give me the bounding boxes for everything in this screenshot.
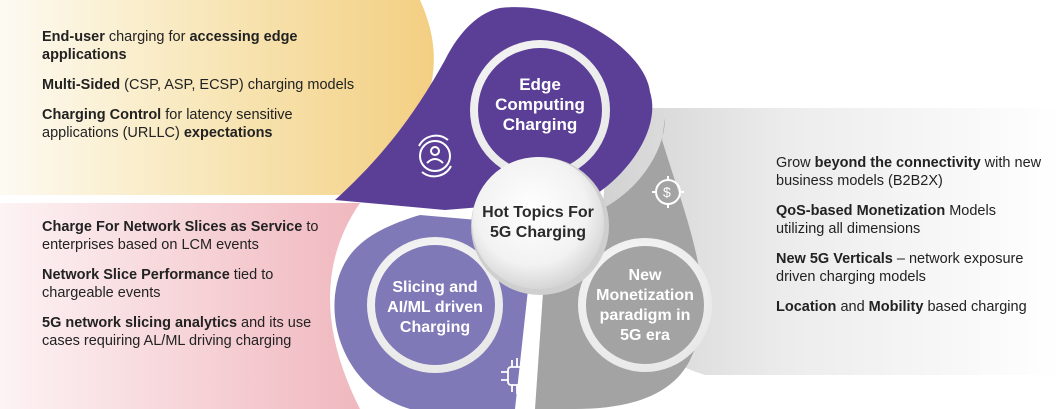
slicing-label-line1: Slicing and [392,279,478,296]
slicing-point-2: Network Slice Performance tied to charge… [42,266,322,302]
svg-text:$: $ [663,184,671,200]
edge-point-1: End-user charging for accessing edge app… [42,28,372,64]
center-title-line1: Hot Topics For [482,204,594,221]
text: to enterprises based on LCM events [42,219,319,253]
text-bold: beyond the connectivity [814,155,981,171]
text-bold: accessing edge applications [42,29,298,63]
edge-point-2: Multi-Sided (CSP, ASP, ECSP) charging mo… [42,76,372,94]
text-bold: Multi-Sided [42,77,121,93]
top-left-panel [0,0,434,195]
text: charging for [104,29,190,45]
text: for latency sensitive applications (URLL… [42,107,293,141]
monetization-label-line4: 5G era [620,327,670,344]
edge-label-line2: Computing [495,95,585,114]
monetization-details: Grow beyond the connectivity with new bu… [776,154,1048,328]
monetization-label-line2: Monetization [596,287,694,304]
slicing-point-3: 5G network slicing analytics and its use… [42,314,322,350]
monetization-point-4: Location and Mobility based charging [776,298,1048,316]
text-bold: Charging Control [42,107,162,123]
text: Grow [776,155,815,171]
right-panel [602,108,1062,375]
text: tied to chargeable events [42,267,274,301]
text-bold: Location [776,299,837,315]
text: and its use cases requiring AL/ML drivin… [42,315,312,349]
text: with new business models (B2B2X) [776,155,1042,189]
text-bold: Charge For Network Slices as Service [42,219,303,235]
edge-petal-label: Edge Computing Charging [480,75,600,135]
slicing-inner-fill [375,245,495,365]
text-bold: New 5G Verticals [776,251,893,267]
monetization-point-3: New 5G Verticals – network exposure driv… [776,250,1048,286]
edge-point-3: Charging Control for latency sensitive a… [42,106,372,142]
edge-label-line1: Edge [519,75,561,94]
center-title: Hot Topics For 5G Charging [473,203,603,243]
bottom-left-panel [0,203,360,409]
monetization-label-line3: paradigm in [599,307,691,324]
slicing-point-1: Charge For Network Slices as Service to … [42,218,322,254]
ai-chip-icon [501,358,533,394]
edge-inner-fill [478,48,602,172]
user-cycle-icon [418,134,452,178]
text: and [836,299,869,315]
edge-label-line3: Charging [502,115,578,134]
slicing-petal-label: Slicing and AI/ML driven Charging [370,278,500,338]
text-bold: End-user [42,29,105,45]
slicing-label-line2: AI/ML driven [387,299,483,316]
text: based charging [923,299,1027,315]
center-circle [472,157,604,289]
edge-details: End-user charging for accessing edge app… [42,28,372,154]
text-bold: 5G network slicing analytics [42,315,238,331]
monetization-point-1: Grow beyond the connectivity with new bu… [776,154,1048,190]
text-bold: Network Slice Performance [42,267,230,283]
monetization-inner-fill [586,246,704,364]
text-bold: QoS-based Monetization [776,203,946,219]
text-bold: Mobility [868,299,924,315]
text: Models utilizing all dimensions [776,203,996,237]
text: – network exposure driven charging model… [776,251,1024,285]
monetization-petal-label: New Monetization paradigm in 5G era [585,266,705,346]
text: (CSP, ASP, ECSP) charging models [120,77,355,93]
text-bold: expectations [183,125,273,141]
center-title-line2: 5G Charging [489,224,586,241]
monetization-point-2: QoS-based Monetization Models utilizing … [776,202,1048,238]
slicing-details: Charge For Network Slices as Service to … [42,218,322,362]
dollar-gear-icon: $ [652,176,684,208]
slicing-label-line3: Charging [399,319,471,336]
monetization-label-line1: New [628,267,662,284]
